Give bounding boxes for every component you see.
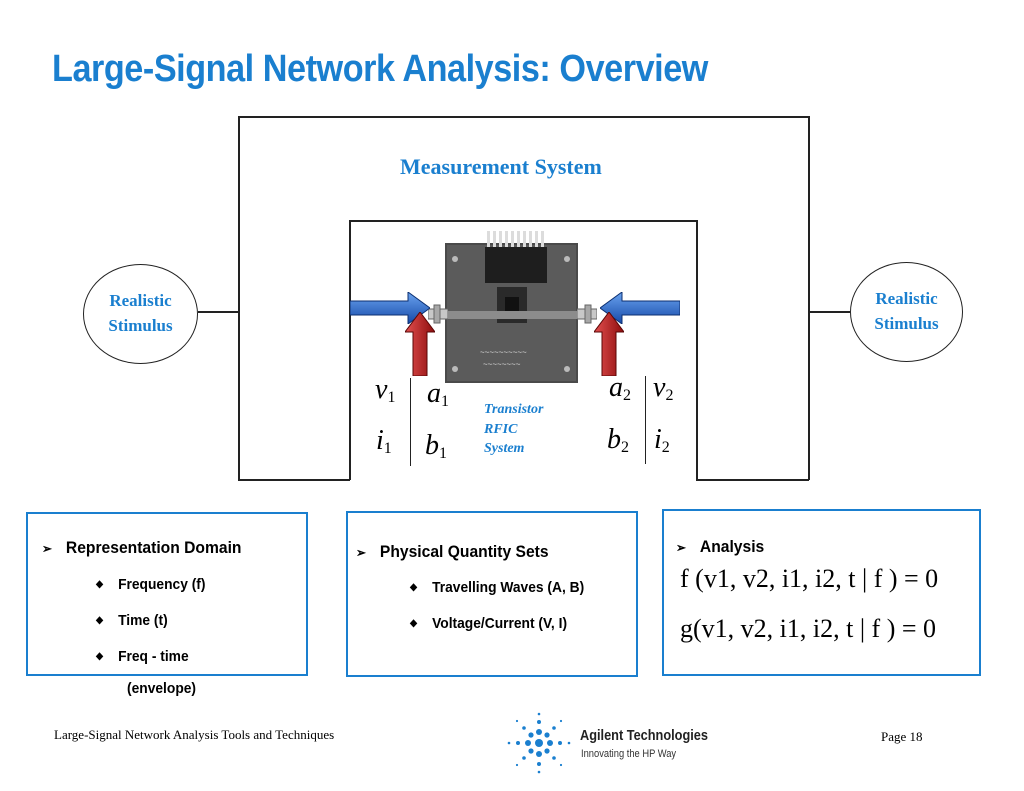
physical-item-voltage-current: ◆Voltage/Current (V, I) bbox=[410, 615, 568, 632]
footer-course-title: Large-Signal Network Analysis Tools and … bbox=[54, 727, 335, 742]
left-connector-icon bbox=[428, 304, 448, 324]
stimulus-right: Realistic Stimulus bbox=[850, 262, 963, 362]
svg-text:~~~~~~~~: ~~~~~~~~ bbox=[483, 360, 521, 369]
right-connector-icon bbox=[577, 304, 597, 324]
stimulus-left: Realistic Stimulus bbox=[83, 264, 198, 364]
analysis-box bbox=[662, 509, 981, 676]
analysis-heading: ➢Analysis bbox=[676, 537, 765, 556]
dut-label: Transistor RFIC System bbox=[484, 400, 543, 459]
reflected-wave-left-arrow-icon bbox=[405, 312, 435, 376]
port1-i: i1 bbox=[376, 425, 392, 457]
port2-v: v2 bbox=[653, 372, 674, 404]
analysis-equation-g: g(v1, v2, i1, i2, t | f ) = 0 bbox=[680, 614, 937, 643]
rfic-board-image: ~~~~~~~~~~ ~~~~~~~~ bbox=[445, 231, 578, 383]
company-tagline: Innovating the HP Way bbox=[581, 748, 677, 760]
stimulus-right-line1: Realistic bbox=[875, 289, 938, 309]
port1-v: v1 bbox=[375, 374, 396, 406]
port2-b: b2 bbox=[607, 424, 629, 456]
physical-item-waves: ◆Travelling Waves (A, B) bbox=[410, 579, 585, 596]
analysis-equation-f: f (v1, v2, i1, i2, t | f ) = 0 bbox=[680, 564, 939, 593]
port2-a: a2 bbox=[609, 372, 631, 404]
agilent-spark-logo-icon bbox=[507, 712, 571, 774]
representation-item-freq-time: ◆Freq - time bbox=[96, 648, 189, 665]
stimulus-left-line2: Stimulus bbox=[108, 316, 173, 335]
stimulus-left-line1: Realistic bbox=[109, 291, 172, 311]
representation-domain-heading: ➢Representation Domain bbox=[42, 538, 242, 557]
dut-label-line2: RFIC bbox=[484, 421, 518, 437]
company-name: Agilent Technologies bbox=[580, 727, 708, 744]
reflected-wave-right-arrow-icon bbox=[594, 312, 624, 376]
port1-a: a1 bbox=[427, 378, 449, 410]
slide-title: Large-Signal Network Analysis: Overview bbox=[52, 48, 708, 90]
physical-quantity-heading: ➢Physical Quantity Sets bbox=[356, 542, 549, 561]
page-number: Page 18 bbox=[881, 729, 923, 744]
dut-label-line1: Transistor bbox=[484, 402, 544, 417]
physical-quantity-box bbox=[346, 511, 638, 677]
measurement-system-label: Measurement System bbox=[400, 154, 602, 179]
port1-b: b1 bbox=[425, 430, 447, 462]
svg-text:~~~~~~~~~~: ~~~~~~~~~~ bbox=[480, 348, 527, 357]
stimulus-right-line2: Stimulus bbox=[874, 314, 939, 333]
representation-item-frequency: ◆Frequency (f) bbox=[96, 576, 206, 593]
port2-i: i2 bbox=[654, 424, 670, 456]
dut-label-line3: System bbox=[484, 441, 525, 457]
representation-domain-box bbox=[26, 512, 308, 676]
representation-item-envelope: (envelope) bbox=[127, 680, 197, 697]
representation-item-time: ◆Time (t) bbox=[96, 612, 168, 629]
